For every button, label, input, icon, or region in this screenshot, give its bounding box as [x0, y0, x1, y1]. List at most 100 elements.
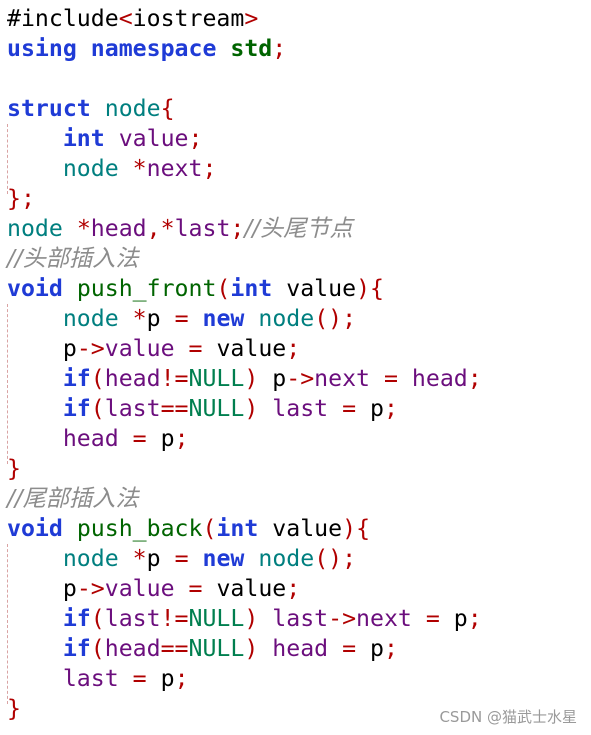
- code-token: ;: [272, 35, 287, 62]
- code-token: [244, 545, 258, 572]
- code-line: if(last==NULL) last = p;: [7, 394, 398, 424]
- code-token: ;: [286, 575, 301, 602]
- code-token: push_back: [76, 515, 203, 542]
- code-token: [244, 305, 258, 332]
- code-token: }: [7, 455, 21, 482]
- code-token: *: [132, 155, 147, 182]
- code-token: node: [258, 305, 315, 332]
- code-token: node: [258, 545, 315, 572]
- code-line: void push_back(int value){: [7, 514, 370, 544]
- code-line: int value;: [7, 124, 203, 154]
- code-token: [7, 545, 63, 572]
- code-token: [258, 365, 272, 392]
- code-token: #include: [7, 5, 119, 32]
- code-line: node *next;: [7, 154, 217, 184]
- code-token: value: [104, 335, 175, 362]
- code-line: if(last!=NULL) last->next = p;: [7, 604, 482, 634]
- code-line: //尾部插入法: [7, 484, 139, 514]
- code-token: [7, 305, 63, 332]
- code-token: [202, 575, 216, 602]
- code-token: ;: [188, 125, 203, 152]
- code-line: last = p;: [7, 664, 189, 694]
- code-token: p: [146, 545, 161, 572]
- code-token: [175, 335, 189, 362]
- code-token: [7, 425, 63, 452]
- code-token: next: [356, 605, 412, 632]
- code-token: if: [62, 635, 91, 662]
- code-token: [7, 155, 63, 182]
- code-token: [7, 665, 63, 692]
- code-token: NULL: [188, 605, 245, 632]
- code-token: ;: [174, 665, 189, 692]
- code-line: #include<iostream>: [7, 4, 258, 34]
- code-line: //头部插入法: [7, 244, 139, 274]
- code-comment: //头部插入法: [7, 245, 139, 272]
- code-token: [63, 275, 77, 302]
- code-token: [7, 635, 63, 662]
- code-token: =: [188, 335, 203, 362]
- code-token: [328, 635, 342, 662]
- code-token: void: [7, 515, 63, 542]
- code-token: p: [160, 425, 175, 452]
- code-token: head: [104, 635, 161, 662]
- code-token: [272, 275, 286, 302]
- code-token: [175, 575, 189, 602]
- code-token: (: [90, 365, 105, 392]
- code-token: [356, 635, 370, 662]
- code-token: [328, 395, 342, 422]
- code-token: p: [453, 605, 468, 632]
- code-token: last: [104, 395, 161, 422]
- code-line: using namespace std;: [7, 34, 286, 64]
- code-token: using: [7, 35, 77, 62]
- code-token: >: [244, 5, 259, 32]
- code-token: [440, 605, 454, 632]
- code-token: [7, 575, 63, 602]
- code-token: node: [7, 215, 63, 242]
- code-line: if(head!=NULL) p->next = head;: [7, 364, 482, 394]
- code-token: p: [160, 665, 175, 692]
- code-token: [119, 665, 133, 692]
- code-line: if(head==NULL) head = p;: [7, 634, 398, 664]
- code-token: int: [216, 515, 259, 542]
- code-token: head: [90, 215, 147, 242]
- code-token: ;: [202, 155, 217, 182]
- code-token: last: [272, 605, 329, 632]
- code-token: [398, 365, 412, 392]
- code-token: ->: [286, 365, 315, 392]
- code-line: node *p = new node();: [7, 544, 356, 574]
- code-token: node: [62, 305, 119, 332]
- code-comment: //尾部插入法: [7, 485, 139, 512]
- code-comment: //头尾节点: [244, 215, 353, 242]
- code-token: std: [230, 35, 273, 62]
- code-token: [189, 545, 203, 572]
- code-token: (: [216, 275, 231, 302]
- code-token: value: [272, 515, 343, 542]
- code-token: head: [62, 425, 119, 452]
- code-token: (): [314, 545, 343, 572]
- code-line: node *p = new node();: [7, 304, 356, 334]
- code-token: [119, 545, 133, 572]
- code-token: [7, 335, 63, 362]
- code-token: namespace: [90, 35, 217, 62]
- code-token: (: [90, 395, 105, 422]
- code-token: next: [146, 155, 203, 182]
- code-token: ;: [384, 635, 398, 662]
- code-token: ;: [230, 215, 245, 242]
- code-token: node: [104, 95, 161, 122]
- code-line: p->value = value;: [7, 574, 300, 604]
- code-token: [258, 515, 272, 542]
- code-token: p: [146, 305, 161, 332]
- code-token: p: [62, 335, 77, 362]
- code-token: [189, 305, 203, 332]
- code-token: if: [62, 605, 91, 632]
- code-token: ): [244, 605, 259, 632]
- code-token: [7, 605, 63, 632]
- code-token: ): [244, 635, 259, 662]
- code-token: void: [7, 275, 63, 302]
- fold-guide-push-front: [7, 304, 8, 464]
- code-token: node: [62, 545, 119, 572]
- code-token: NULL: [188, 395, 245, 422]
- code-token: ->: [76, 335, 105, 362]
- code-line: node *head,*last;//头尾节点: [7, 214, 353, 244]
